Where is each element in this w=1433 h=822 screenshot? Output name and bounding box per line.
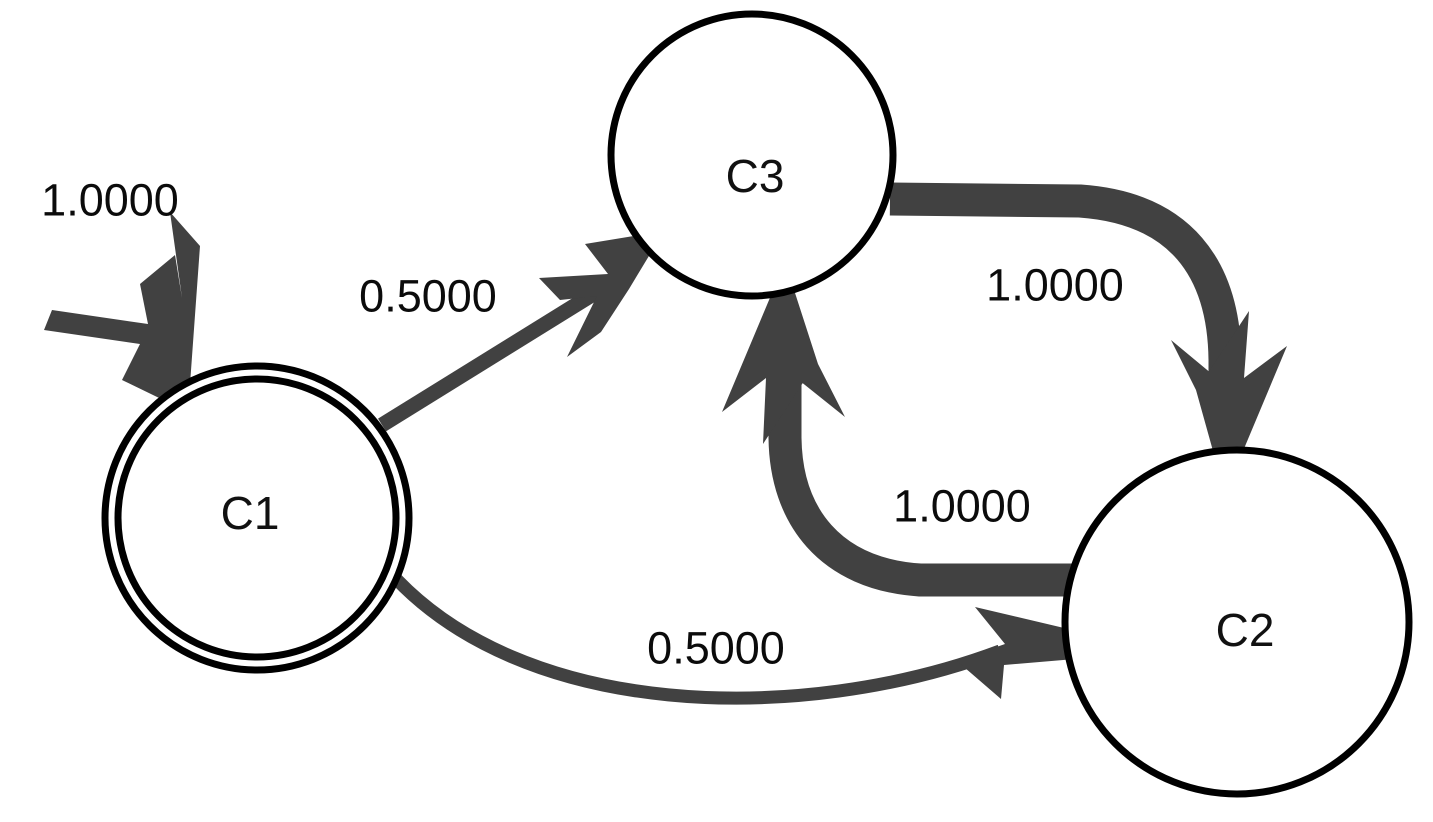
edge-label-C1-to-C2: 0.5000 <box>647 623 785 674</box>
node-C1[interactable]: C1 <box>101 362 413 674</box>
edge-label-C2-to-C3: 1.0000 <box>893 481 1031 532</box>
edge-line-C1-to-C3 <box>378 273 620 432</box>
node-C3[interactable]: C3 <box>607 10 897 300</box>
node-C3-label: C3 <box>726 150 785 202</box>
edge-label-C3-to-C2: 1.0000 <box>986 260 1124 311</box>
edge-line-C3-to-C2 <box>889 182 1242 418</box>
edge-C1-to-C3 <box>378 231 664 432</box>
edge-C2-to-C3 <box>722 262 1078 597</box>
node-C2[interactable]: C2 <box>1061 446 1413 798</box>
edge-C3-to-C2 <box>889 182 1287 494</box>
edge-label-C1-to-C3: 0.5000 <box>359 271 497 322</box>
arrowhead-C3-to-C2 <box>1171 311 1287 494</box>
edge-label-start-to-C1: 1.0000 <box>41 175 179 226</box>
arrowhead-start-to-C1 <box>44 212 200 412</box>
node-C3-circle <box>607 10 897 300</box>
edge-line-C2-to-C3 <box>768 380 1078 597</box>
edge-line-C1-to-C2 <box>383 565 1003 705</box>
edge-start-to-C1 <box>44 212 200 412</box>
node-C1-label: C1 <box>221 487 280 539</box>
node-C2-label: C2 <box>1216 604 1275 656</box>
node-C1-inner-circle <box>114 375 400 661</box>
edge-C1-to-C2 <box>383 565 1081 705</box>
arrowhead-C2-to-C3 <box>722 262 845 444</box>
node-C2-circle <box>1061 446 1413 798</box>
arrowhead-C1-to-C2 <box>957 607 1081 699</box>
arrowhead-C1-to-C3 <box>539 231 664 357</box>
